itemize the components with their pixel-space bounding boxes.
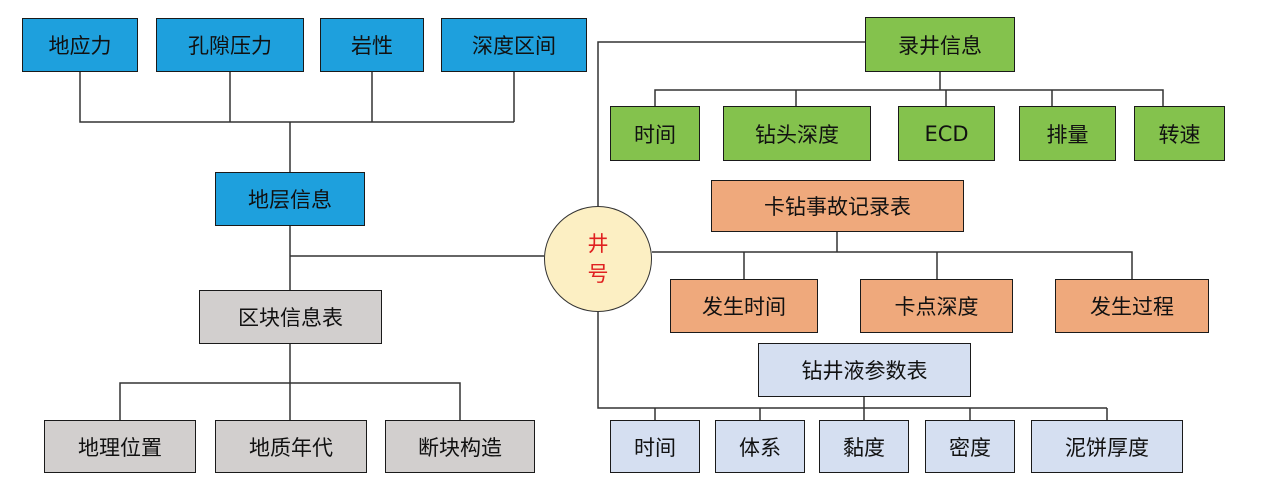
node-fluid-time: 时间 bbox=[610, 420, 700, 473]
node-fault-block-structure: 断块构造 bbox=[385, 420, 535, 473]
node-rotary-speed: 转速 bbox=[1134, 106, 1225, 161]
well-number-line2: 号 bbox=[587, 262, 609, 286]
well-number-line1: 井 bbox=[587, 232, 609, 256]
node-pore-pressure: 孔隙压力 bbox=[156, 18, 304, 72]
node-mud-cake-thickness: 泥饼厚度 bbox=[1031, 420, 1183, 473]
connector-stratum-children bbox=[79, 72, 515, 172]
node-density: 密度 bbox=[925, 420, 1015, 473]
node-in-situ-stress: 地应力 bbox=[22, 18, 138, 72]
node-flow-rate: 排量 bbox=[1019, 106, 1116, 161]
node-depth-interval: 深度区间 bbox=[441, 18, 587, 72]
node-geologic-age: 地质年代 bbox=[215, 420, 367, 473]
node-bit-depth: 钻头深度 bbox=[723, 106, 871, 161]
node-stuck-pipe-record-table: 卡钻事故记录表 bbox=[711, 180, 964, 232]
node-block-info-table: 区块信息表 bbox=[199, 290, 382, 344]
node-logging-info: 录井信息 bbox=[865, 17, 1015, 72]
connector-center-stuck bbox=[652, 251, 1133, 279]
node-well-number: 井 号 bbox=[544, 206, 652, 312]
connector-logging-children bbox=[654, 72, 1164, 106]
node-occurrence-process: 发生过程 bbox=[1055, 279, 1209, 333]
connector-spine-top bbox=[597, 41, 865, 206]
node-geographic-location: 地理位置 bbox=[44, 420, 196, 473]
node-drilling-fluid-params-table: 钻井液参数表 bbox=[758, 343, 971, 397]
node-lithology: 岩性 bbox=[320, 18, 424, 72]
connector-fluid-children bbox=[654, 397, 1108, 420]
node-stuck-point-depth: 卡点深度 bbox=[860, 279, 1013, 333]
node-stratum-info: 地层信息 bbox=[215, 172, 365, 226]
connector-stuck-children bbox=[743, 232, 938, 279]
node-ecd: ECD bbox=[898, 106, 995, 161]
connector-block-children bbox=[119, 344, 461, 420]
node-viscosity: 黏度 bbox=[819, 420, 909, 473]
node-fluid-system: 体系 bbox=[715, 420, 805, 473]
node-logging-time: 时间 bbox=[610, 106, 700, 161]
connector-spine-bottom bbox=[597, 312, 1107, 409]
node-occurrence-time: 发生时间 bbox=[670, 279, 818, 333]
